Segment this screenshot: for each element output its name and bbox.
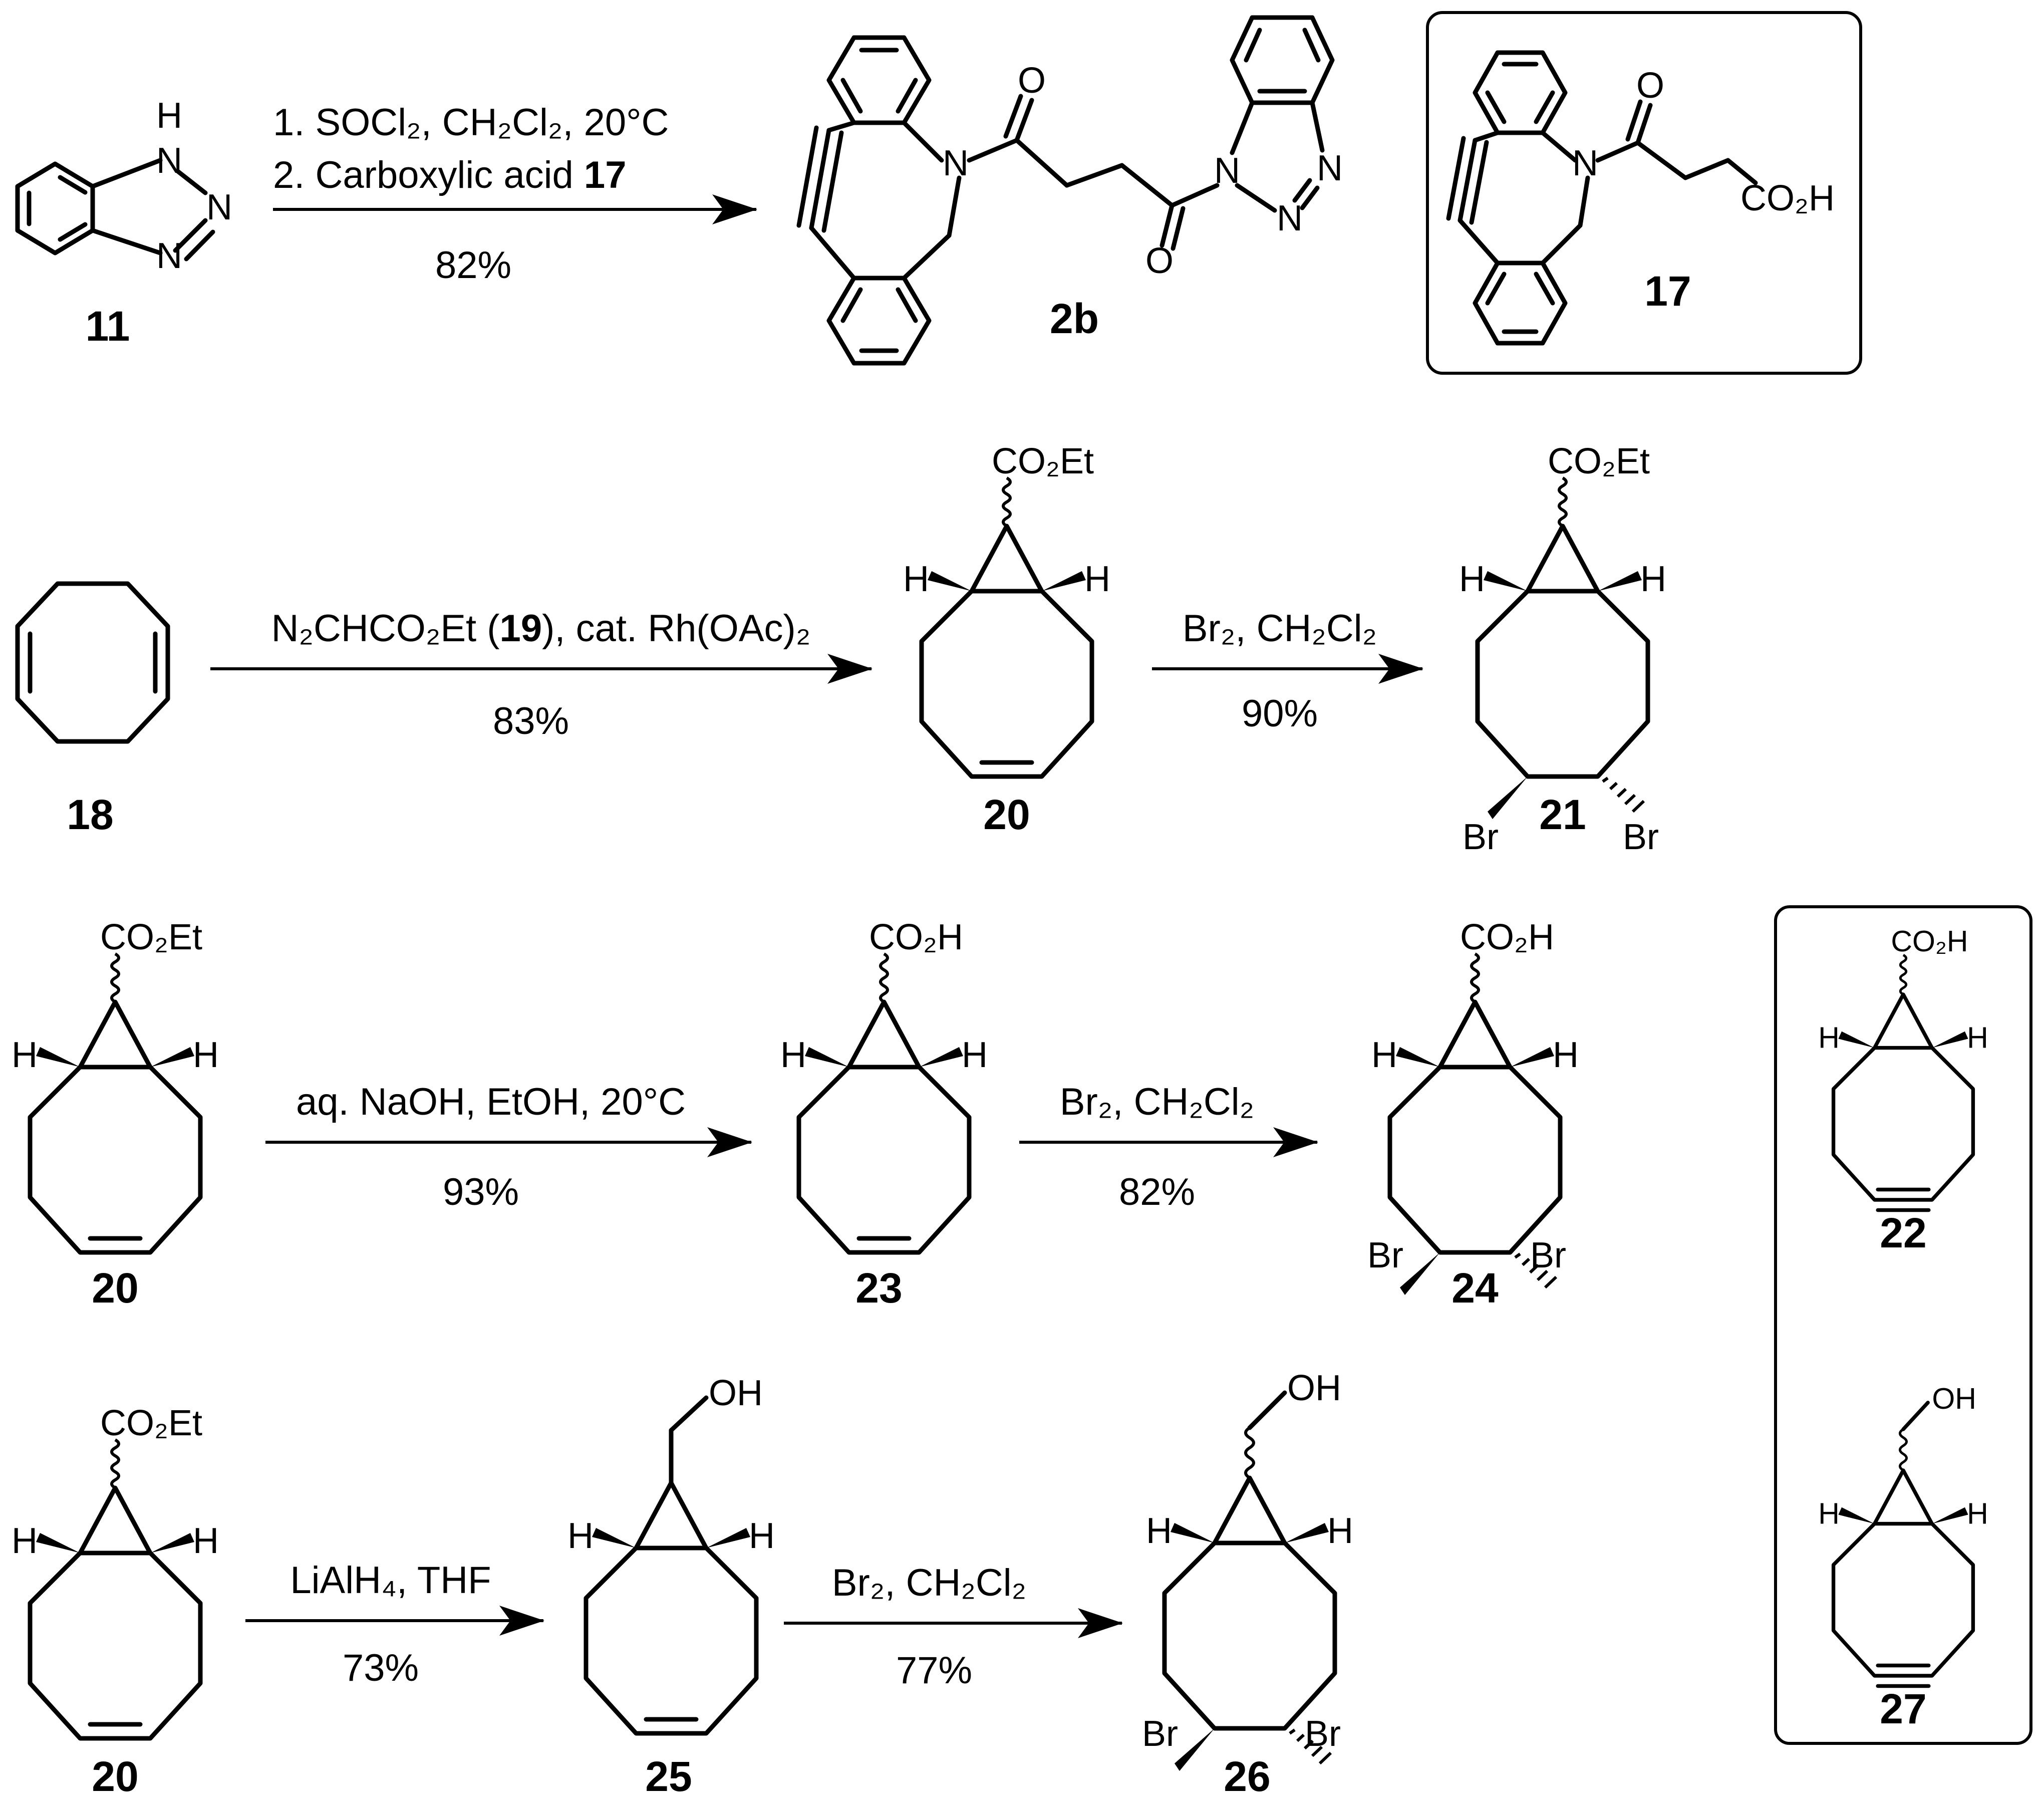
compound-21-structure: H H CO₂Et Br Br bbox=[1459, 441, 1666, 857]
reaction-6-reagent: LiAlH₄, THF bbox=[290, 1559, 491, 1602]
atom-label: H bbox=[1371, 1035, 1397, 1075]
compound-20-label: 20 bbox=[92, 1753, 138, 1800]
compound-24-label: 24 bbox=[1451, 1264, 1499, 1312]
atom-label: H bbox=[193, 1035, 219, 1075]
atom-label: H bbox=[1967, 1497, 1988, 1530]
compound-18-label: 18 bbox=[67, 791, 113, 838]
reaction-1-yield: 82% bbox=[435, 244, 511, 287]
compound-2b-structure: N O O N N N bbox=[796, 15, 1343, 366]
atom-label: N bbox=[1572, 143, 1598, 183]
atom-label: H bbox=[193, 1521, 219, 1561]
compound-20-structure: H H CO₂Et bbox=[903, 441, 1110, 777]
reaction-1-conditions-line2: 2. Carboxylic acid 17 bbox=[273, 154, 626, 196]
compound-25-structure: H H OH bbox=[567, 1373, 775, 1733]
reaction-1-conditions-line1: 1. SOCl₂, CH₂Cl₂, 20°C bbox=[273, 101, 669, 144]
compound-20-structure: H H CO₂Et bbox=[12, 917, 219, 1252]
atom-label: H bbox=[1146, 1511, 1172, 1551]
atom-label: H bbox=[12, 1521, 38, 1561]
atom-label: OH bbox=[1932, 1382, 1976, 1415]
compound-20-structure: H H CO₂Et bbox=[12, 1403, 219, 1738]
compound-11-label: 11 bbox=[86, 303, 130, 350]
compound-2b-label: 2b bbox=[1050, 295, 1099, 342]
compound-17-structure: N O CO₂H bbox=[1446, 50, 1835, 346]
compound-11-structure: H N N N bbox=[15, 96, 232, 276]
atom-label: CO₂H bbox=[1740, 178, 1835, 218]
reaction-7-reagent: Br₂, CH₂Cl₂ bbox=[832, 1562, 1026, 1604]
atom-label: OH bbox=[709, 1373, 763, 1413]
atom-label: CO₂H bbox=[869, 917, 963, 957]
atom-label: Br bbox=[1367, 1235, 1403, 1275]
atom-label: H bbox=[1818, 1021, 1840, 1055]
compound-23-label: 23 bbox=[855, 1264, 902, 1312]
atom-label: CO₂H bbox=[1891, 925, 1968, 958]
compound-25-label: 25 bbox=[645, 1753, 692, 1800]
compound-22-structure: H H CO₂H bbox=[1818, 925, 1988, 1210]
compound-21-label: 21 bbox=[1539, 791, 1586, 838]
atom-label: CO₂Et bbox=[100, 1403, 202, 1443]
atom-label: H bbox=[1967, 1021, 1988, 1055]
reaction-4-reagent: aq. NaOH, EtOH, 20°C bbox=[296, 1081, 686, 1123]
atom-label: Br bbox=[1623, 817, 1659, 857]
compound-18-structure bbox=[15, 581, 170, 744]
atom-label: H bbox=[12, 1035, 38, 1075]
atom-label: H bbox=[962, 1035, 988, 1075]
compound-20-label: 20 bbox=[983, 791, 1030, 838]
compound-23-structure: H H CO₂H bbox=[780, 917, 988, 1252]
reaction-3-yield: 90% bbox=[1242, 692, 1318, 735]
box-compound-17 bbox=[1426, 11, 1862, 375]
reaction-5-reagent: Br₂, CH₂Cl₂ bbox=[1060, 1081, 1254, 1123]
atom-label: Br bbox=[1142, 1714, 1178, 1754]
atom-label: N bbox=[1277, 198, 1303, 238]
compound-22-label: 22 bbox=[1880, 1209, 1926, 1256]
compound-27-label: 27 bbox=[1880, 1685, 1926, 1732]
atom-label: N bbox=[1317, 148, 1343, 188]
atom-label: CO₂H bbox=[1460, 917, 1554, 957]
atom-label: H bbox=[1640, 559, 1666, 599]
compound-20-label: 20 bbox=[92, 1264, 138, 1312]
atom-label: H bbox=[780, 1035, 806, 1075]
atom-label: O bbox=[1018, 61, 1046, 101]
atom-label: H bbox=[1553, 1035, 1579, 1075]
atom-label: H bbox=[1459, 559, 1485, 599]
box-compounds-22-27 bbox=[1774, 905, 2032, 1745]
atom-label: N bbox=[206, 187, 232, 227]
reaction-2-yield: 83% bbox=[493, 700, 569, 742]
compound-26-structure: H H OH Br Br bbox=[1142, 1368, 1353, 1771]
reaction-3-reagent: Br₂, CH₂Cl₂ bbox=[1183, 607, 1377, 650]
compound-26-label: 26 bbox=[1224, 1753, 1270, 1800]
atom-label: H bbox=[156, 96, 182, 136]
atom-label: O bbox=[1636, 66, 1664, 106]
atom-label: H bbox=[1327, 1511, 1353, 1551]
reaction-7-yield: 77% bbox=[896, 1649, 972, 1692]
reaction-6-yield: 73% bbox=[343, 1647, 419, 1689]
reaction-5-yield: 82% bbox=[1119, 1171, 1195, 1213]
reaction-4-yield: 93% bbox=[443, 1171, 519, 1213]
atom-label: CO₂Et bbox=[1548, 441, 1650, 481]
reaction-2-conditions: N₂CHCO₂Et (19), cat. Rh(OAc)₂ bbox=[271, 607, 811, 650]
atom-label: H bbox=[567, 1516, 594, 1556]
atom-label: H bbox=[1084, 559, 1110, 599]
atom-label: H bbox=[749, 1516, 775, 1556]
compound-27-structure: H H OH bbox=[1818, 1382, 1988, 1686]
atom-label: O bbox=[1145, 241, 1174, 281]
atom-label: Br bbox=[1463, 817, 1499, 857]
atom-label: N bbox=[943, 143, 969, 183]
compound-24-structure: H H CO₂H Br Br bbox=[1367, 917, 1579, 1295]
atom-label: N bbox=[156, 141, 182, 181]
atom-label: N bbox=[156, 236, 182, 276]
atom-label: CO₂Et bbox=[992, 441, 1094, 481]
atom-label: Br bbox=[1305, 1714, 1341, 1754]
atom-label: OH bbox=[1287, 1368, 1341, 1408]
atom-label: CO₂Et bbox=[100, 917, 202, 957]
compound-17-label: 17 bbox=[1644, 268, 1691, 315]
atom-label: H bbox=[903, 559, 929, 599]
atom-label: Br bbox=[1530, 1235, 1566, 1275]
atom-label: H bbox=[1818, 1497, 1840, 1530]
